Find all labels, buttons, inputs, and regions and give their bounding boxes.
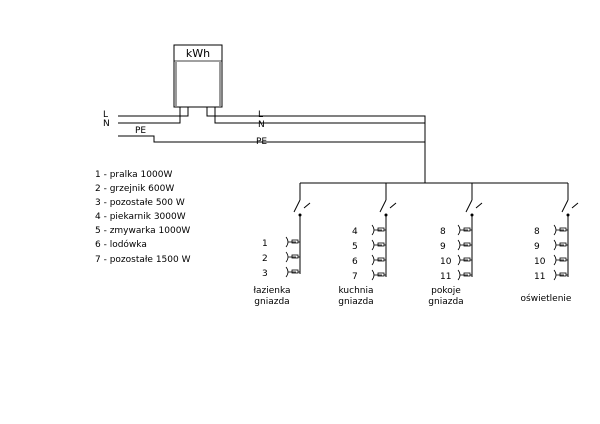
outlet-terminal bbox=[377, 242, 385, 247]
outlet-terminal bbox=[463, 272, 471, 277]
outlet-symbol bbox=[553, 269, 557, 281]
legend: 1 - pralka 1000W 2 - grzejnik 600W 3 - p… bbox=[95, 170, 191, 265]
outlet-symbol bbox=[457, 224, 461, 236]
legend-item-5: 5 - zmywarka 1000W bbox=[95, 226, 190, 236]
legend-item-6: 6 - lodówka bbox=[95, 239, 147, 250]
circuit-label: pokoje bbox=[431, 286, 461, 296]
outlet-terminal bbox=[377, 272, 385, 277]
l-out-wire bbox=[206, 107, 426, 183]
circuit-label: gniazda bbox=[428, 297, 463, 307]
outlet-number: 11 bbox=[440, 272, 451, 282]
legend-item-2: 2 - grzejnik 600W bbox=[95, 184, 174, 194]
outlet-terminal bbox=[463, 242, 471, 247]
legend-item-3: 3 - pozostałe 500 W bbox=[95, 198, 185, 208]
legend-item-1: 1 - pralka 1000W bbox=[95, 170, 172, 180]
outlet-symbol bbox=[457, 239, 461, 251]
l-in-label: L bbox=[103, 110, 108, 120]
outlet-terminal bbox=[559, 242, 567, 247]
circuit-label: gniazda bbox=[254, 297, 289, 307]
rail-node bbox=[298, 213, 302, 217]
outlet-number: 2 bbox=[262, 254, 268, 264]
breaker-mark bbox=[571, 202, 579, 209]
breaker-contact bbox=[379, 199, 387, 213]
outlet-terminal bbox=[559, 272, 567, 277]
supply-output-wires: L N bbox=[206, 107, 426, 183]
outlet-number: 6 bbox=[352, 257, 358, 267]
circuit-label: kuchnia bbox=[338, 286, 373, 296]
circuits: 123łazienkagniazda4567kuchniagniazda8910… bbox=[253, 183, 579, 307]
l-out-label: L bbox=[258, 110, 263, 120]
outlet-number: 3 bbox=[262, 269, 268, 279]
outlet-terminal bbox=[377, 257, 385, 262]
breaker-mark bbox=[389, 202, 397, 209]
outlet-number: 11 bbox=[534, 272, 545, 282]
outlet-number: 9 bbox=[440, 242, 446, 252]
outlet-symbol bbox=[371, 269, 375, 281]
circuit-label: oświetlenie bbox=[521, 293, 572, 304]
legend-item-4: 4 - piekarnik 3000W bbox=[95, 212, 186, 222]
breaker-contact bbox=[293, 199, 301, 213]
outlet-number: 4 bbox=[352, 227, 358, 237]
rail-node bbox=[384, 213, 388, 217]
outlet-number: 8 bbox=[440, 227, 446, 237]
outlet-symbol bbox=[371, 224, 375, 236]
outlet-terminal bbox=[463, 257, 471, 262]
energy-meter: kWh bbox=[173, 44, 223, 108]
outlet-terminal bbox=[559, 227, 567, 232]
breaker-mark bbox=[475, 202, 483, 209]
supply-input-wires: L N bbox=[103, 107, 189, 129]
n-in-wire bbox=[118, 107, 181, 124]
outlet-number: 8 bbox=[534, 227, 540, 237]
outlet-symbol bbox=[285, 236, 289, 248]
outlet-terminal bbox=[377, 227, 385, 232]
outlet-symbol bbox=[285, 266, 289, 278]
outlet-symbol bbox=[371, 254, 375, 266]
outlet-symbol bbox=[457, 269, 461, 281]
outlet-number: 5 bbox=[352, 242, 358, 252]
outlet-terminal bbox=[559, 257, 567, 262]
outlet-terminal bbox=[291, 269, 299, 274]
outlet-symbol bbox=[553, 224, 557, 236]
pe-out-label: PE bbox=[256, 137, 267, 147]
outlet-symbol bbox=[285, 251, 289, 263]
outlet-number: 7 bbox=[352, 272, 358, 282]
circuit-label: łazienka bbox=[253, 286, 290, 296]
outlet-symbol bbox=[553, 254, 557, 266]
outlet-symbol bbox=[457, 254, 461, 266]
meter-label: kWh bbox=[186, 47, 210, 60]
n-out-wire bbox=[214, 107, 425, 124]
legend-item-7: 7 - pozostałe 1500 W bbox=[95, 255, 191, 265]
outlet-number: 10 bbox=[534, 257, 546, 267]
outlet-terminal bbox=[291, 239, 299, 244]
breaker-mark bbox=[303, 202, 311, 209]
rail-node bbox=[470, 213, 474, 217]
outlet-terminal bbox=[291, 254, 299, 259]
outlet-number: 1 bbox=[262, 239, 268, 249]
breaker-contact bbox=[561, 199, 569, 213]
outlet-terminal bbox=[463, 227, 471, 232]
circuit-label: gniazda bbox=[338, 297, 373, 307]
outlet-number: 9 bbox=[534, 242, 540, 252]
pe-wire-group: PE PE bbox=[118, 126, 425, 147]
outlet-symbol bbox=[553, 239, 557, 251]
outlet-number: 10 bbox=[440, 257, 452, 267]
breaker-contact bbox=[465, 199, 473, 213]
pe-in-label: PE bbox=[135, 126, 146, 136]
pe-wire bbox=[118, 135, 425, 143]
n-in-label: N bbox=[103, 119, 110, 129]
meter-box bbox=[173, 44, 223, 108]
l-in-wire bbox=[118, 107, 189, 117]
n-out-label: N bbox=[258, 120, 265, 130]
circuit-4: 8 9 10 11 oświetlenie bbox=[521, 183, 579, 304]
rail-node bbox=[566, 213, 570, 217]
outlet-symbol bbox=[371, 239, 375, 251]
